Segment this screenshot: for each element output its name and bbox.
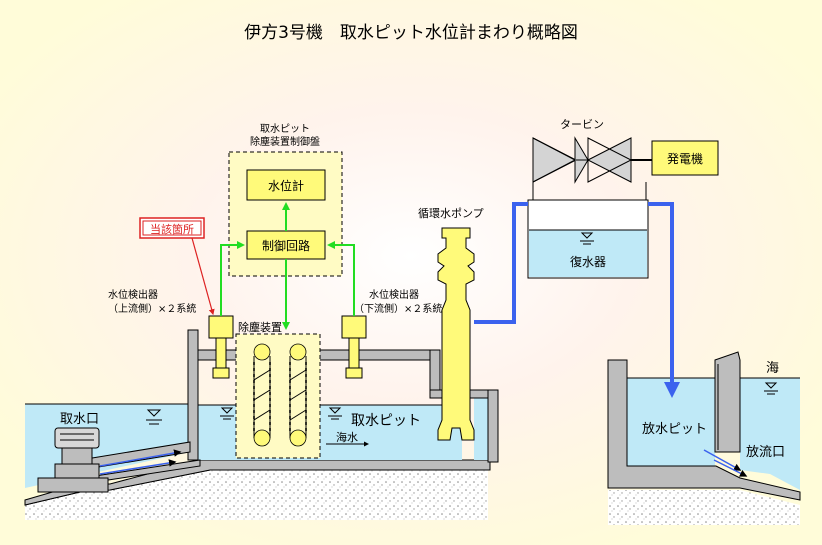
intake-label: 取水口 (60, 412, 99, 427)
location-marker-label: 当該箇所 (150, 222, 194, 236)
location-marker-arrow (191, 237, 215, 316)
sea-label: 海 (766, 361, 779, 376)
control-circuit-label: 制御回路 (262, 238, 310, 253)
condenser-to-discharge-pipe (648, 202, 680, 398)
pit-wall-right (487, 389, 499, 463)
upstream-detector-label-line2: （上流側）×２系統 (108, 302, 196, 315)
discharge-outlet-label: 放流口 (746, 445, 785, 460)
pump-pit-water (474, 396, 488, 460)
outflow-arrow-2 (713, 459, 748, 477)
location-marker (139, 217, 205, 239)
signal-lines (220, 202, 355, 330)
dust-remover (235, 333, 321, 459)
discharge-structure (607, 351, 801, 525)
control-circuit-box (246, 230, 326, 260)
upstream-detector-label-line1: 水位検出器 (108, 288, 158, 301)
water-level-symbol-left (146, 409, 162, 425)
seawater-flow-label: 海水 (336, 430, 358, 444)
water-level-symbol-pit-2 (328, 407, 342, 420)
control-panel-label-line2: 除塵装置制御盤 (250, 135, 320, 148)
pit-wall-left (187, 329, 199, 461)
control-panel-label-line1: 取水ピット (260, 123, 310, 135)
discharge-weir (714, 351, 741, 453)
discharge-pit-label: 放水ピット (642, 422, 707, 437)
turbine-label: タービン (560, 118, 604, 131)
intake-pit-label: 取水ピット (351, 413, 421, 429)
turbine (532, 136, 652, 184)
signal-downstream-to-circuit (327, 241, 355, 316)
pit-wall-mid (429, 349, 441, 391)
intake-body (61, 447, 93, 465)
outflow-arrow-1 (703, 449, 742, 471)
intake-footing (37, 477, 109, 493)
intake-head (54, 427, 100, 449)
upstream-level-detector (208, 315, 234, 379)
circulating-water-pump (437, 227, 475, 441)
water-level-symbol-pit (220, 407, 234, 420)
culvert-flow-arrow-2 (99, 459, 177, 475)
culvert-flow-arrow-1 (99, 449, 182, 467)
condenser (527, 182, 649, 279)
intake-structure (24, 329, 499, 520)
cooling-water-piping (474, 202, 680, 398)
downstream-detector-label-line2: （下流側）×２系統 (354, 302, 442, 315)
water-level-meter-box (246, 169, 326, 201)
water-level-meter-label: 水位計 (268, 178, 304, 193)
generator-label: 発電機 (667, 151, 703, 166)
sea-water-right (740, 378, 800, 490)
discharge-pit-walls (607, 359, 801, 501)
dust-remover-label: 除塵装置 (238, 320, 282, 334)
downstream-detector-label-line1: 水位検出器 (369, 288, 419, 301)
gravel-ground (25, 470, 488, 520)
diagram-title: 伊方3号機 取水ピット水位計まわり概略図 (244, 23, 578, 43)
generator-box (651, 140, 719, 176)
pump-to-condenser-pipe (474, 202, 528, 324)
condenser-label: 復水器 (570, 254, 606, 269)
dust-remover-box (235, 333, 321, 459)
pump-label: 循環水ポンプ (418, 207, 484, 220)
gravel-right (608, 490, 800, 525)
signal-upstream-to-circuit (220, 241, 245, 316)
